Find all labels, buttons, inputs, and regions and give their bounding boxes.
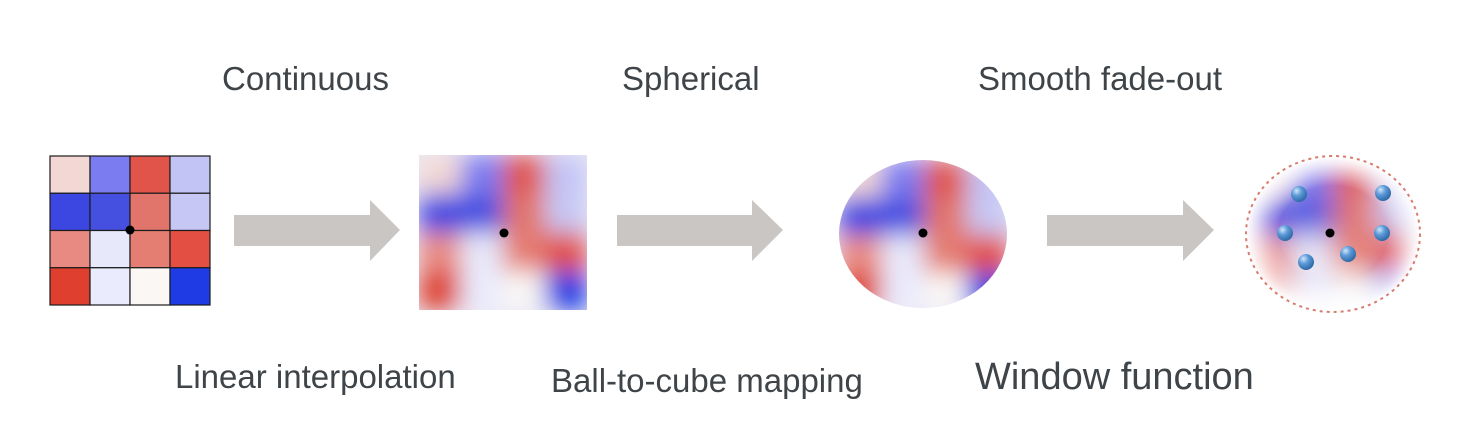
spherical-cell [924, 272, 967, 308]
arrow-right-icon [617, 200, 783, 261]
center-dot [125, 225, 135, 235]
continuous-cell [503, 155, 545, 194]
title-smooth-fade-out: Smooth fade-out [978, 60, 1222, 97]
grid-cell [49, 229, 91, 269]
spherical-cell [881, 235, 924, 273]
discrete-grid [49, 155, 211, 306]
continuous-cell [545, 193, 587, 233]
center-dot [918, 228, 928, 238]
atom-sphere [1298, 254, 1314, 270]
continuous-cell [545, 155, 587, 194]
spherical-cell [881, 197, 924, 235]
caption-linear-interpolation: Linear interpolation [175, 358, 456, 395]
spherical-cell [881, 272, 924, 308]
arrow-right-icon [1047, 200, 1214, 261]
faded-field [1245, 156, 1421, 312]
grid-cell [49, 155, 91, 194]
grid-cell [129, 155, 171, 194]
atom-sphere [1340, 246, 1356, 262]
continuous-cell [503, 271, 545, 310]
spherical-cell [839, 160, 882, 198]
grid-cell [49, 192, 91, 232]
continuous-cell [545, 232, 587, 272]
atom-spheres [1277, 185, 1391, 270]
faded-cell [1247, 272, 1290, 310]
atom-sphere [1277, 225, 1293, 241]
grid-cell [169, 267, 211, 306]
grid-cell [169, 155, 211, 194]
continuous-cell [545, 271, 587, 310]
grid-cell [169, 229, 211, 269]
atom-sphere [1374, 225, 1390, 241]
title-spherical: Spherical [622, 60, 760, 97]
spherical-cell [924, 197, 967, 235]
grid-cell [169, 192, 211, 232]
spherical-cell [839, 272, 882, 308]
continuous-cell [419, 155, 461, 194]
grid-cell [129, 229, 171, 269]
faded-cell [1376, 272, 1419, 310]
continuous-cell [503, 232, 545, 272]
spherical-cell [924, 235, 967, 273]
spherical-cell [924, 160, 967, 198]
spherical-cell [966, 197, 1007, 235]
faded-cell [1290, 272, 1333, 310]
spherical-cell [839, 235, 882, 273]
faded-cell [1333, 196, 1376, 234]
grid-cell [89, 267, 131, 306]
grid-cell [89, 155, 131, 194]
grid-cell [89, 192, 131, 232]
spherical-cell [881, 160, 924, 198]
title-continuous: Continuous [222, 60, 389, 97]
atom-sphere [1375, 185, 1391, 201]
faded-cell [1333, 158, 1376, 196]
faded-cell [1333, 272, 1376, 310]
continuous-cell [461, 232, 503, 272]
grid-cell [129, 192, 171, 232]
caption-window-function: Window function [975, 356, 1254, 398]
atom-sphere [1291, 186, 1307, 202]
faded-cell [1247, 158, 1290, 196]
continuous-cell [461, 155, 503, 194]
spherical-cell [966, 160, 1007, 198]
faded-cell [1290, 196, 1333, 234]
grid-cell [129, 267, 171, 306]
grid-cell [49, 267, 91, 306]
spherical-cell [966, 272, 1007, 308]
spherical-cell [839, 197, 882, 235]
continuous-cell [419, 193, 461, 233]
caption-ball-to-cube-mapping: Ball-to-cube mapping [551, 362, 863, 399]
center-dot [499, 228, 509, 238]
continuous-cell [419, 271, 461, 310]
center-dot [1325, 228, 1335, 238]
continuous-cell [419, 232, 461, 272]
grid-cell [89, 229, 131, 269]
arrow-right-icon [234, 200, 400, 261]
spherical-cell [966, 235, 1007, 273]
continuous-cell [503, 193, 545, 233]
continuous-cell [461, 193, 503, 233]
continuous-cell [461, 271, 503, 310]
